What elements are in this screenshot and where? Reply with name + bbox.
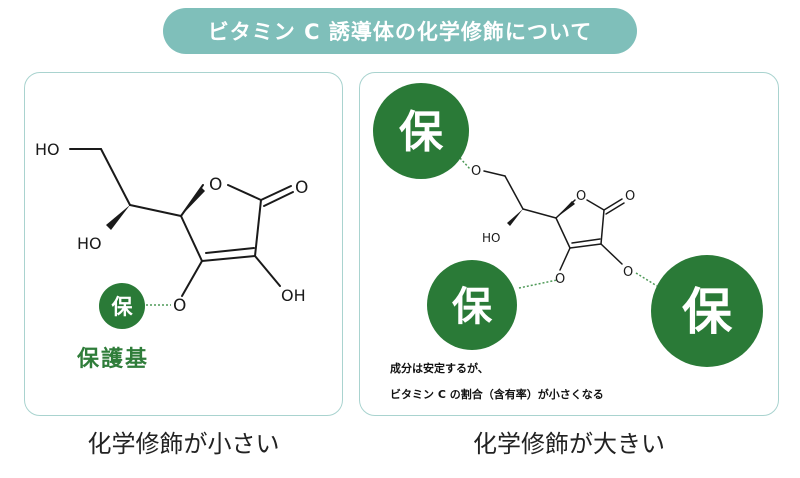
- protecting-group-badge: [99, 283, 145, 329]
- bond-ch2-c5: [100, 148, 131, 206]
- bond-c1-c2: [254, 199, 262, 257]
- dotted-link-top: [459, 157, 471, 170]
- atom-o-ring: O: [209, 175, 222, 195]
- bond-c1-o-carbonyl-b: [263, 191, 294, 207]
- bond-c2-c3: [569, 243, 602, 249]
- protecting-group-label: 保護基: [77, 347, 150, 372]
- atom-oh: OH: [281, 286, 306, 305]
- dotted-link-right: [635, 272, 658, 287]
- bond-c3-o-left: [559, 247, 571, 271]
- bond-c3-o-ether: [181, 260, 203, 297]
- bond-c5-c4: [522, 208, 557, 219]
- badge-label: 保: [111, 295, 134, 319]
- protecting-group-badge-right: [651, 255, 763, 367]
- atom-o-top: O: [471, 164, 481, 179]
- bond-ch2-c5: [504, 175, 524, 210]
- protecting-group-badge-top: [373, 83, 469, 179]
- atom-o-left: O: [555, 272, 565, 287]
- right-caption: 化学修飾が大きい: [473, 430, 665, 458]
- note-line-2: ビタミン C の割合（含有率）が小さくなる: [390, 388, 604, 401]
- atom-ho-mid: HO: [482, 231, 500, 245]
- wedge-c5-ho: [507, 209, 523, 226]
- bond-c1-o-carbonyl-a: [603, 198, 623, 211]
- page-title: ビタミン C 誘導体の化学修飾について: [163, 8, 637, 54]
- left-molecule-diagram: HO HO O O O OH 保: [35, 140, 308, 329]
- note-line-1: 成分は安定するが、: [390, 362, 489, 375]
- left-caption: 化学修飾が小さい: [87, 430, 280, 458]
- bond-o-ring-c1: [586, 199, 605, 211]
- bond-c2-oh: [254, 255, 281, 287]
- protecting-group-badge-left: [427, 260, 517, 350]
- bond-c2-c3-double: [571, 238, 601, 244]
- bond-c5-c4: [129, 204, 182, 217]
- wedge-c4-o-ring: [181, 187, 205, 216]
- dotted-link-left: [518, 279, 558, 289]
- bond-o-ch2: [483, 170, 506, 177]
- bond-c2-o-right: [600, 243, 623, 265]
- wedge-c5-ho: [106, 205, 130, 230]
- bond-c2-c3-double: [205, 247, 255, 254]
- right-panel: O HO O O O O 保 保 保 成分は安定するが、 ビタミン C の割合（…: [359, 72, 779, 416]
- atom-o-right: O: [623, 265, 633, 280]
- badge-label-left: 保: [452, 284, 493, 330]
- right-molecule-diagram: O HO O O O O 保 保 保: [373, 83, 763, 367]
- bond-c3-c4: [555, 217, 571, 249]
- bond-c1-o-carbonyl-b: [605, 202, 625, 215]
- left-panel: HO HO O O O OH 保 保護基: [24, 72, 343, 416]
- atom-ho-mid: HO: [77, 234, 102, 253]
- atom-o-ether: O: [173, 296, 186, 316]
- bond-o-ring-c1: [227, 184, 262, 201]
- bond-c1-c2: [600, 209, 605, 245]
- atom-ho-top: HO: [35, 140, 60, 159]
- atom-o-carbonyl: O: [625, 189, 635, 204]
- atom-o-ring: O: [576, 189, 586, 204]
- badge-label-top: 保: [399, 107, 444, 158]
- wedge-c4-o-ring: [556, 201, 575, 218]
- badge-label-right: 保: [682, 283, 733, 341]
- bond-c2-c3: [201, 255, 256, 262]
- bond-c3-c4: [180, 215, 203, 262]
- bond-c1-o-carbonyl-a: [260, 185, 292, 201]
- atom-o-carbonyl: O: [295, 178, 308, 198]
